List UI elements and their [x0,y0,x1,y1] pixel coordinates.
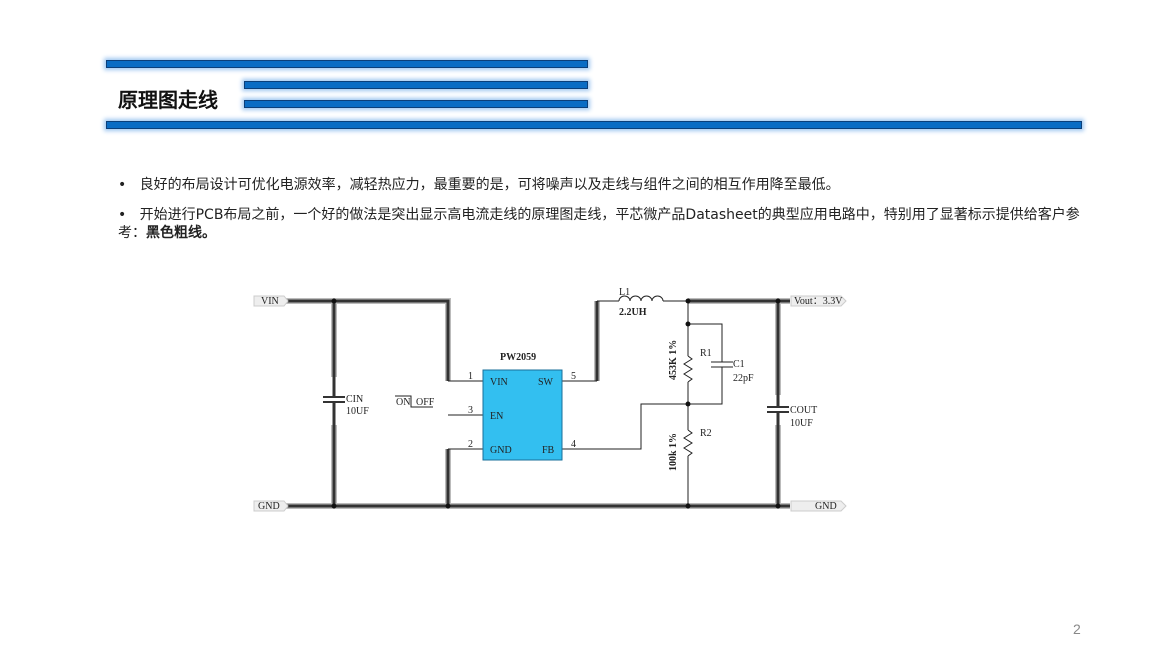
cout-label: COUT [790,405,817,416]
vout-port [790,295,847,307]
header-bar [106,60,588,68]
resistor-r2 [683,429,693,457]
c1-value: 22pF [733,373,754,384]
bullet-item: • 开始进行PCB布局之前，一个好的做法是突出显示高电流走线的原理图走线，平芯微… [118,207,1080,241]
on-off-symbol [395,395,433,408]
header-bar [244,81,588,89]
vin-port [253,295,289,307]
pin-name: SW [538,377,554,388]
r2-label: R2 [700,428,712,439]
pin-name: VIN [490,377,508,388]
pin-number: 1 [468,371,473,382]
junctions [331,298,781,509]
pin-number: 2 [468,439,473,450]
bullet-text: 良好的布局设计可优化电源效率，减轻热应力，最重要的是，可将噪声以及走线与组件之间… [139,177,840,193]
header-bar [244,100,588,108]
on-label: ON [396,397,410,408]
bullet-emphasis: 黑色粗线。 [146,225,216,241]
header-bar [106,121,1082,129]
cin-label: CIN [346,394,363,405]
r1-value: 453K 1% [668,340,679,380]
page-title: 原理图走线 [118,88,218,112]
pin-name: GND [490,445,512,456]
resistor-r1 [683,355,693,383]
l1-value: 2.2UH [619,307,647,318]
pin-number: 5 [571,371,576,382]
off-label: OFF [416,397,435,408]
pin-number: 3 [468,405,473,416]
vin-label: VIN [261,296,279,307]
inductor-l1 [618,295,664,302]
cin-value: 10UF [346,406,369,417]
pin-number: 4 [571,439,576,450]
chip-label: PW2059 [500,352,536,363]
pin-name: FB [542,445,555,456]
pin-name: EN [490,411,503,422]
r2-value: 100k 1% [668,433,679,471]
high-current-traces [286,299,790,508]
gnd-port [253,500,289,512]
cout-value: 10UF [790,418,813,429]
l1-label: L1 [619,287,630,298]
bullet-text: 开始进行PCB布局之前，一个好的做法是突出显示高电流走线的原理图走线，平芯微产品… [118,207,1080,241]
vout-label: Vout：3.3V [794,296,843,307]
r1-label: R1 [700,348,712,359]
gnd-label: GND [815,501,837,512]
signal-traces [323,295,789,506]
page-number: 2 [1073,621,1081,637]
c1-label: C1 [733,359,745,370]
gnd-label: GND [258,501,280,512]
gnd-port [790,500,847,512]
chip-pw2059 [482,369,563,461]
bullet-item: • 良好的布局设计可优化电源效率，减轻热应力，最重要的是，可将噪声以及走线与组件… [118,177,840,193]
